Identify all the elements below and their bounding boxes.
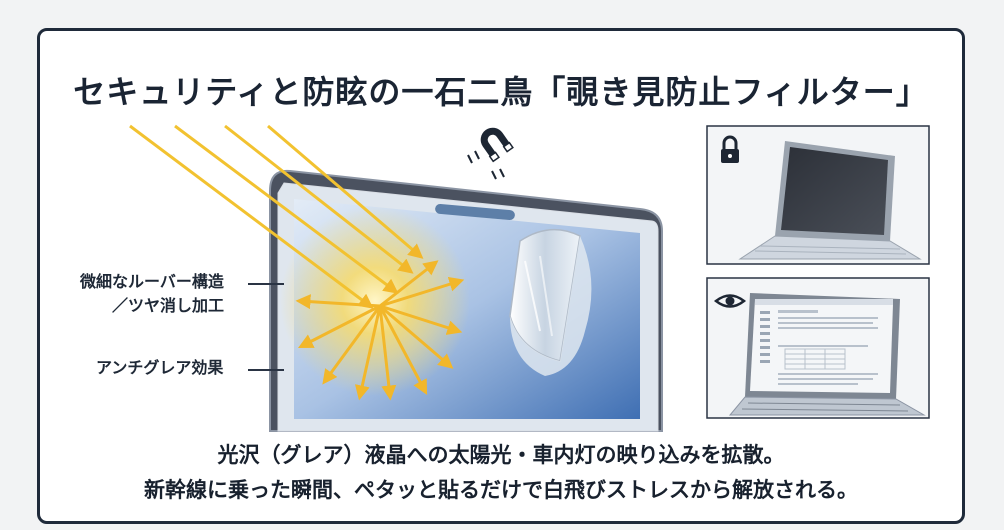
caption-line1: 光沢（グレア）液晶への太陽光・車内灯の映り込みを拡散。 [217,443,785,467]
privacy-film-peel [509,228,592,376]
louver-leader [248,283,284,285]
louver-label-line1: 微細なルーバー構造 [80,272,224,291]
sun-rays [129,124,424,309]
antiglare-leader [248,369,284,371]
page-title: セキュリティと防眩の一石二鳥「覗き見防止フィルター」 [73,73,929,111]
eye-icon [713,294,747,308]
magnet-sparks [467,150,505,180]
caption-line2: 新幹線に乗った瞬間、ペタッと貼るだけで白飛びストレスから解放される。 [144,478,858,502]
infographic-frame: セキュリティと防眩の一石二鳥「覗き見防止フィルター」 微細なルーバー構造 ／ツヤ… [37,28,965,524]
louver-label-line2: ／ツヤ消し加工 [112,296,225,315]
laptop-private [738,141,922,260]
antiglare-label: アンチグレア効果 [96,358,224,377]
illustration [129,124,930,432]
lock-icon [721,135,739,163]
magnet-icon [480,127,514,163]
scattered-rays [295,260,465,401]
laptop-visible [728,293,926,416]
panel-private-view [706,125,930,265]
panel-visible-view [706,277,930,419]
